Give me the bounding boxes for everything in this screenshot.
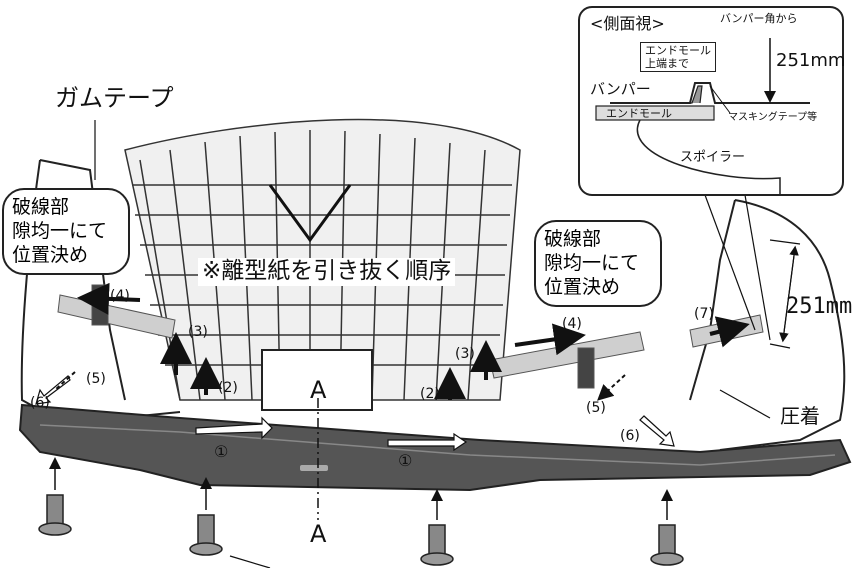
screws [38,494,684,566]
side-view-inset: <側面視> バンパー角から エンドモール 上端まで 251mm バンパー エンド… [578,6,846,196]
step-3-left: (3) [188,324,208,340]
bumper-corner-label: バンパー角から [720,12,798,25]
step-5-left: (5) [86,371,106,387]
instruction-label: ※離型紙を引き抜く順序 [198,258,456,286]
end-mold-top-label: エンドモール 上端まで [640,42,716,73]
step-arrows-dashed [54,371,626,401]
step-6-left: (6) [30,395,50,411]
section-marker-top: A [310,376,327,404]
front-spoiler [18,403,852,492]
step-6-right: (6) [620,428,640,444]
crimp-label: 圧着 [780,404,820,428]
step-4-right: (4) [562,316,582,332]
license-plate [261,349,373,411]
side-view-drawing [595,38,810,194]
spoiler-label: スポイラー [680,150,746,165]
bumper-label: バンパー [590,80,651,98]
step-3-right: (3) [455,346,475,362]
end-mold-label: エンドモール [606,107,672,120]
dimension-251mm: 251mm [786,294,853,319]
step-arrows [77,282,750,400]
dimension-right [769,239,801,349]
callout-right: 破線部 隙均一にて 位置決め [534,220,662,308]
gum-tape-label: ガムテープ [55,84,174,112]
callout-left: 破線部 隙均一にて 位置決め [2,188,130,276]
leader-lines [94,120,771,568]
step-1-right: ① [398,451,413,470]
screw-arrows [49,457,673,520]
step-2-left: (2) [218,380,238,396]
step-1-left: ① [214,442,229,461]
masking-tape-label: マスキングテープ等 [728,112,818,123]
side-view-dimension: 251mm [776,50,846,71]
step-5-right: (5) [586,400,606,416]
side-view-title: <側面視> [590,14,665,33]
step-2-right: (2) [420,386,440,402]
step-7-right: (7) [694,306,714,322]
step-4-left: (4) [110,288,130,304]
section-marker-bottom: A [310,520,327,548]
